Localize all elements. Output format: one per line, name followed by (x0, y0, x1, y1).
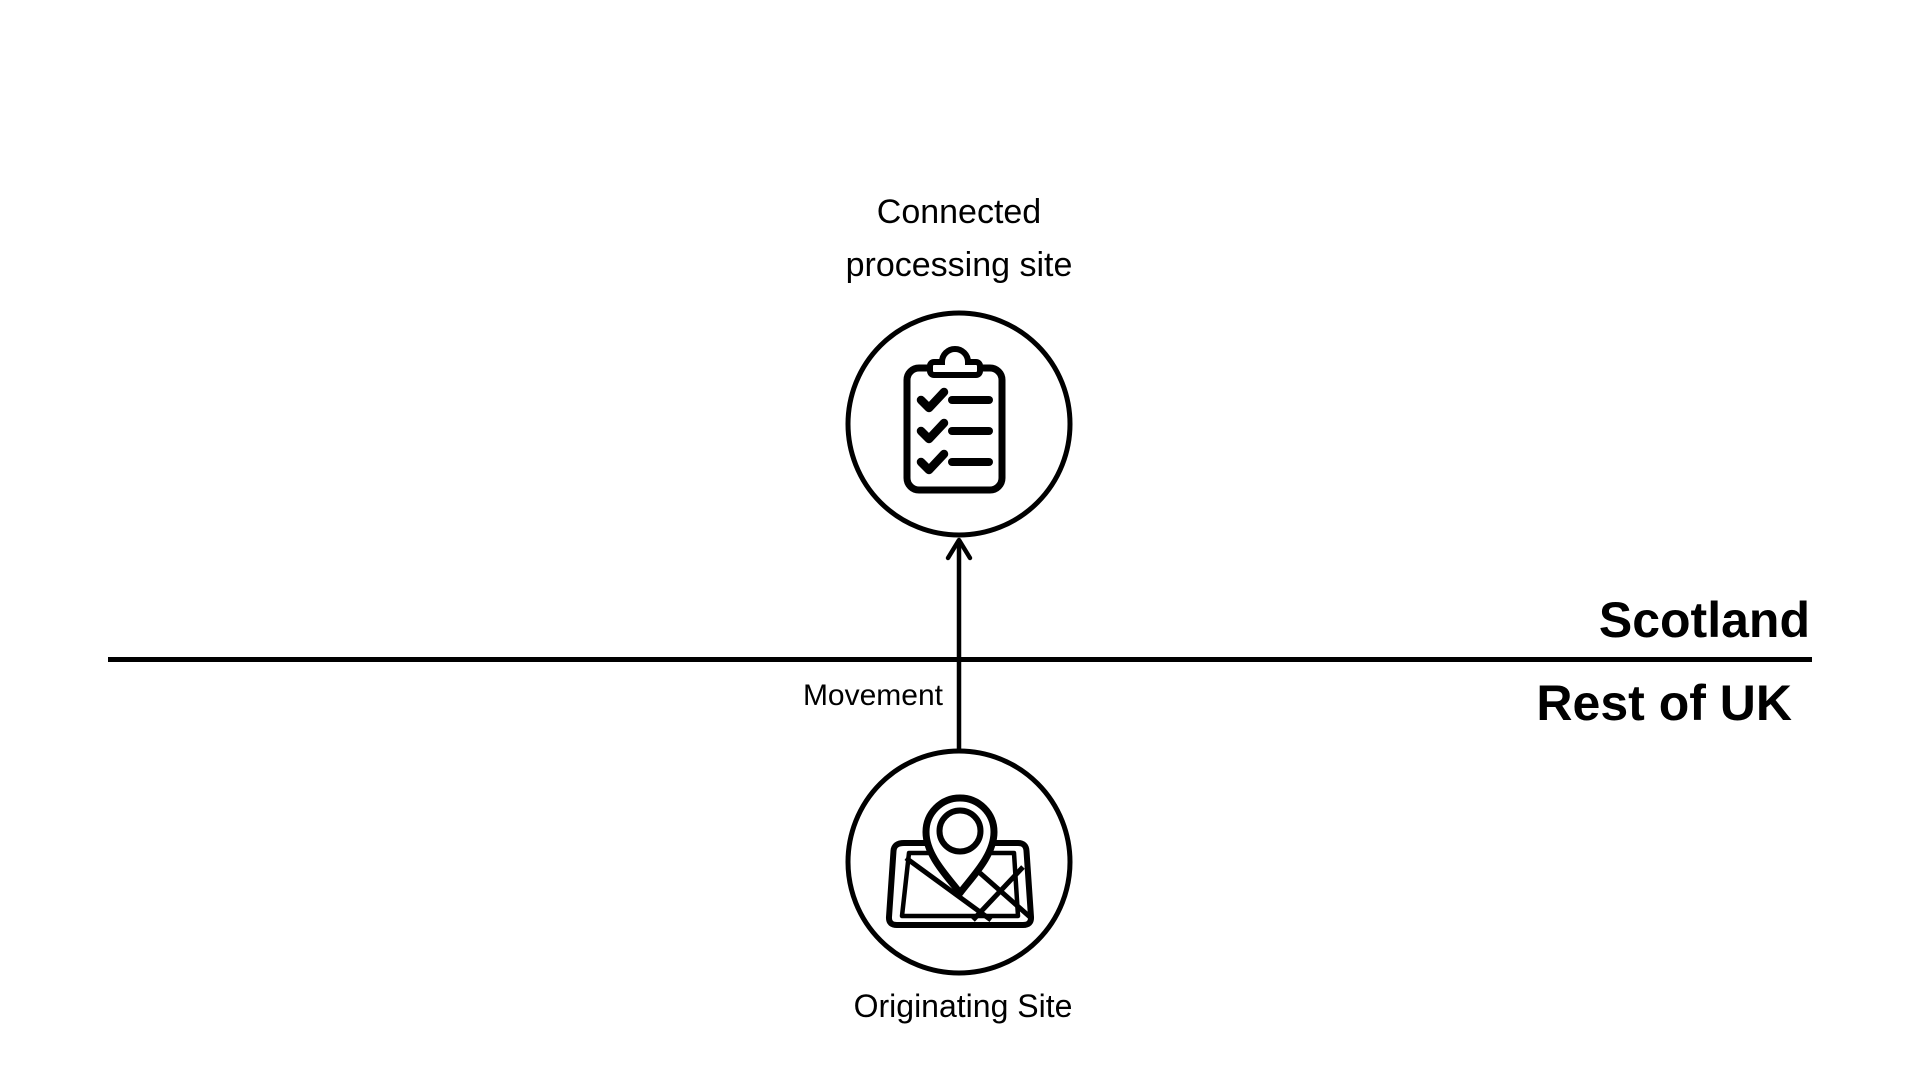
region-divider-line (108, 657, 1812, 662)
originating-site-node (845, 748, 1073, 976)
map-location-pin-icon (885, 794, 1035, 928)
top-node-label-line1: Connected (876, 193, 1042, 231)
top-node-label: Connected processing site (846, 186, 1073, 292)
top-node-label-line2: processing site (845, 246, 1073, 284)
arrow-up-icon (945, 537, 973, 754)
bottom-node-label: Originating Site (853, 988, 1073, 1024)
movement-arrow (945, 537, 973, 754)
movement-label: Movement (802, 679, 943, 712)
processing-site-node (845, 310, 1073, 538)
clipboard-checklist-icon (903, 346, 1006, 494)
region-label-scotland: Scotland (1598, 592, 1810, 648)
node-circle (845, 310, 1073, 538)
region-label-rest-of-uk: Rest of UK (1536, 675, 1792, 731)
